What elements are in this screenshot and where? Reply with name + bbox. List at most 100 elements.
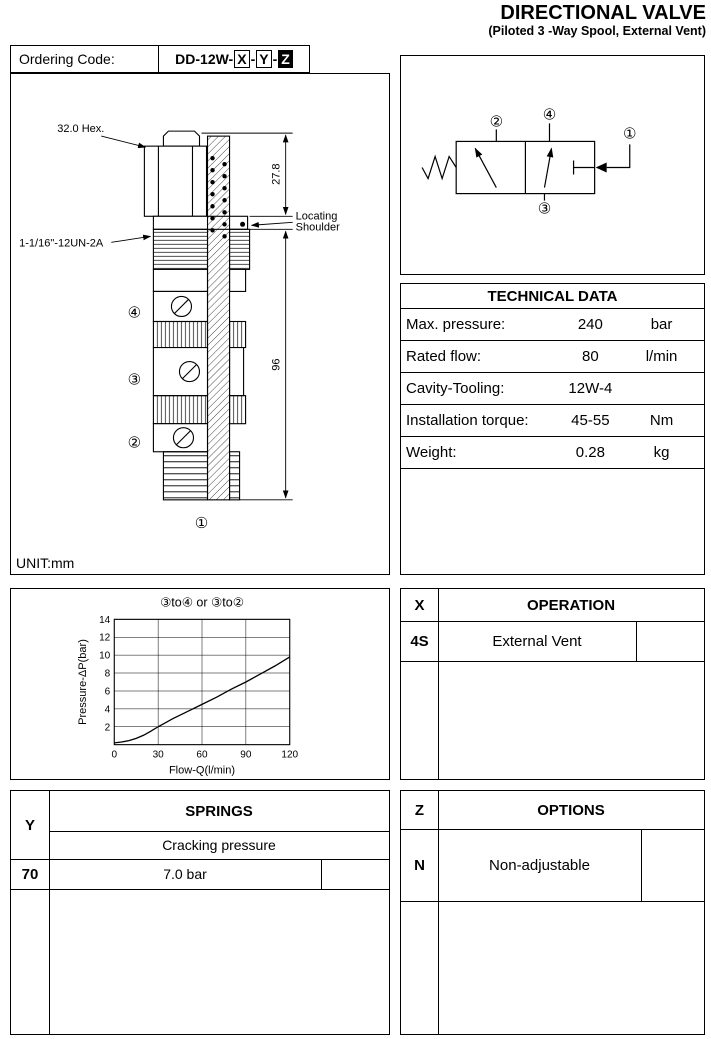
unit-label: UNIT:mm: [16, 555, 75, 571]
port-1-callout: ①: [195, 515, 208, 532]
dimension-lines: [101, 132, 293, 501]
operation-table: X OPERATION 4S External Vent: [400, 588, 705, 780]
ordering-code-y: Y: [256, 49, 272, 69]
springs-row-code: 70: [21, 865, 39, 883]
valve-symbol: [421, 123, 631, 201]
divider: [401, 829, 704, 830]
springs-subheader: Cracking pressure: [162, 837, 276, 853]
hydraulic-symbol: ② ④ ① ③: [421, 106, 636, 218]
divider: [49, 831, 389, 832]
port-3-callout: ③: [128, 372, 141, 389]
td-unit: bar: [650, 316, 673, 333]
port-1-arrowhead: [595, 162, 607, 173]
options-row-code: N: [414, 856, 425, 874]
ordering-code-z: Z: [278, 49, 293, 69]
ordering-code-sep1: -: [250, 51, 256, 67]
td-value: 80: [582, 348, 599, 365]
ordering-code-label: Ordering Code:: [11, 46, 159, 72]
svg-text:4: 4: [105, 704, 111, 715]
td-label: Max. pressure:: [406, 316, 506, 333]
dimension-96-label: 96: [271, 358, 283, 370]
options-col-divider: [438, 791, 439, 1034]
valve-cross-section-drawing: 32.0 Hex. 1-1/16"-12UN-2A Locating Shoul…: [19, 123, 340, 532]
valve-body-outline: [143, 130, 251, 501]
svg-text:10: 10: [99, 651, 111, 662]
options-title: OPTIONS: [537, 801, 605, 819]
table-row: Cavity-Tooling: 12W-4: [401, 373, 704, 405]
ordering-code-x: X: [234, 49, 250, 69]
td-value: 45-55: [571, 412, 610, 429]
td-value: 0.28: [575, 444, 605, 461]
springs-row-value: 7.0 bar: [163, 866, 207, 882]
springs-table: Y SPRINGS Cracking pressure 70 7.0 bar: [10, 790, 390, 1035]
table-row: Max. pressure: 240 bar: [401, 309, 704, 341]
locating-shoulder-label-line1: Locating: [296, 210, 338, 222]
operation-title: OPERATION: [526, 596, 616, 614]
options-row-value: Non-adjustable: [489, 856, 590, 874]
options-code-header: Z: [414, 801, 425, 819]
ordering-code-value: DD-12W- X - Y - Z: [159, 46, 309, 72]
divider: [401, 661, 704, 662]
svg-text:Pressure-ΔP(bar): Pressure-ΔP(bar): [77, 639, 89, 725]
divider: [641, 829, 642, 901]
divider: [636, 621, 637, 661]
operation-row-code: 4S: [410, 632, 429, 650]
springs-col-divider: [49, 791, 50, 1034]
options-table: Z OPTIONS N Non-adjustable: [400, 790, 705, 1035]
operation-code-header: X: [414, 596, 425, 614]
operation-col-divider: [438, 589, 439, 779]
svg-text:12: 12: [99, 633, 111, 644]
table-row: Installation torque: 45-55 Nm: [401, 405, 704, 437]
svg-text:6: 6: [105, 686, 111, 697]
symbol-port-4: ④: [543, 106, 556, 123]
td-label: Rated flow:: [406, 348, 482, 365]
port-2-callout: ②: [128, 435, 141, 452]
divider: [11, 859, 389, 860]
svg-text:Flow-Q(l/min): Flow-Q(l/min): [169, 765, 235, 777]
td-label: Weight:: [406, 444, 457, 461]
schematic-panel: ② ④ ① ③: [400, 55, 705, 275]
td-value: 12W-4: [568, 380, 613, 397]
springs-code-header: Y: [24, 816, 35, 834]
symbol-port-3: ③: [538, 201, 551, 218]
td-unit: kg: [653, 444, 670, 461]
divider: [401, 621, 704, 622]
technical-data-title: TECHNICAL DATA: [401, 284, 704, 309]
ordering-code-prefix: DD-12W-: [175, 51, 234, 67]
divider: [11, 889, 389, 890]
operation-row-value: External Vent: [492, 632, 582, 650]
ordering-code-sep2: -: [272, 51, 278, 67]
td-value: 240: [577, 316, 603, 333]
table-row: Rated flow: 80 l/min: [401, 341, 704, 373]
ordering-code-box: Ordering Code: DD-12W- X - Y - Z: [10, 45, 310, 73]
valve-drawing-panel: 32.0 Hex. 1-1/16"-12UN-2A Locating Shoul…: [10, 73, 390, 575]
svg-text:60: 60: [196, 750, 208, 761]
title-block: DIRECTIONAL VALVE (Piloted 3 -Way Spool,…: [488, 2, 706, 38]
svg-text:8: 8: [105, 669, 111, 680]
svg-text:90: 90: [240, 750, 252, 761]
svg-text:120: 120: [281, 750, 298, 761]
page-title: DIRECTIONAL VALVE: [500, 2, 706, 24]
hex-size-label: 32.0 Hex.: [57, 123, 104, 135]
divider: [401, 901, 704, 902]
divider: [321, 859, 322, 889]
page-subtitle: (Piloted 3 -Way Spool, External Vent): [488, 24, 706, 38]
spring-symbol: [421, 154, 457, 181]
technical-data-panel: TECHNICAL DATA Max. pressure: 240 bar Ra…: [400, 283, 705, 575]
svg-text:14: 14: [99, 615, 111, 626]
td-unit: Nm: [649, 412, 674, 429]
port-4-callout: ④: [128, 304, 141, 321]
td-label: Installation torque:: [406, 412, 529, 429]
dimension-27-8-label: 27.8: [271, 163, 283, 184]
td-label: Cavity-Tooling:: [406, 380, 505, 397]
svg-text:③to④ or ③to②: ③to④ or ③to②: [160, 595, 244, 609]
svg-text:2: 2: [105, 722, 111, 733]
svg-text:30: 30: [153, 750, 165, 761]
spring-coil-dots: [210, 155, 227, 239]
thread-spec-label: 1-1/16"-12UN-2A: [19, 237, 104, 249]
symbol-port-2: ②: [490, 113, 503, 130]
symbol-port-1: ①: [623, 125, 636, 142]
table-row: Weight: 0.28 kg: [401, 437, 704, 469]
